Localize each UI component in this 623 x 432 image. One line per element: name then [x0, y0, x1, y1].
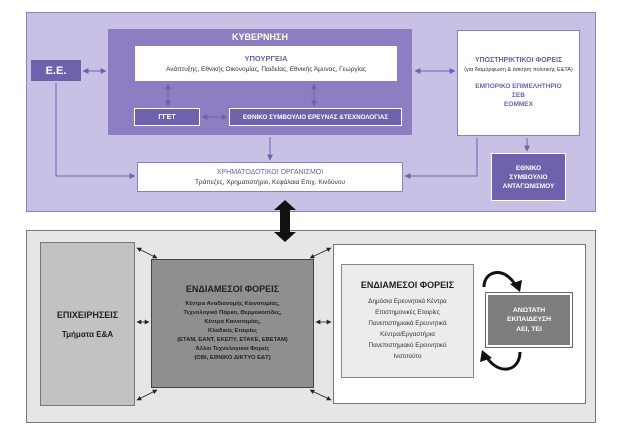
council-line-3: ΑΝΤΑΓΩΝΙΣΜΟΥ [502, 182, 555, 190]
ministries-title: ΥΠΟΥΡΓΕΙΑ [244, 54, 288, 63]
intermediaries-2-line: Κέντρα/Εργαστήρια [380, 331, 435, 338]
eu-box: Ε.Ε. [31, 60, 81, 81]
competition-council-box: ΕΘΝΙΚΟ ΣΥΜΒΟΥΛΙΟ ΑΝΤΑΓΩΝΙΣΜΟΥ [491, 153, 566, 201]
university-line-2: ΕΚΠΑΙΔΕΥΣΗ [506, 316, 552, 324]
gset-box: ΓΓΕΤ [134, 108, 200, 126]
higher-education-box: ΑΝΩΤΑΤΗ ΕΚΠΑΙΔΕΥΣΗ ΑΕΙ, ΤΕΙ [485, 292, 573, 348]
government-title: ΚΥΒΕΡΝΗΣΗ [232, 32, 288, 42]
intermediaries-2-line: Δημόσια Ερευνητικά Κέντρα [368, 298, 447, 305]
council-line-2: ΣΥΜΒΟΥΛΙΟ [509, 173, 548, 181]
intermediaries-2-line: Πανεπιστημιακά Ερευνητικά [368, 320, 447, 327]
intermediaries-box-1: ΕΝΔΙΑΜΕΣΟΙ ΦΟΡΕΙΣ Κέντρα Αναδιανομής Και… [151, 259, 314, 388]
esyet-label: ΕΘΝΙΚΟ ΣΥΜΒΟΥΛΙΟ ΕΡΕΥΝΑΣ &ΤΕΧΝΟΛΟΓΙΑΣ [242, 113, 389, 121]
intermediaries-1-line: (ΕΤΑΜ, ΕΑΝΤ, ΕΚΕΠΥ, ΕΤΑΚΕ, ΕΒΕΤΑΜ) [177, 337, 288, 343]
eu-label: Ε.Ε. [45, 64, 67, 77]
university-line-1: ΑΝΩΤΑΤΗ [512, 306, 546, 314]
support-line-3: ΕΟΜΜΕΧ [504, 101, 533, 108]
ministries-list: Ανάπτυξης, Εθνικής Οικονομίας, Παιδείας,… [165, 66, 367, 73]
intermediaries-1-line: Κέντρα Αναδιανομής Καινοτομίας, [185, 301, 280, 307]
support-line-2: ΣΕΒ [512, 92, 525, 99]
intermediaries-1-line: (ΟΒΙ, ΕΘΝΙΚΟ ΔΙΚΤΥΟ Ε&Τ) [194, 355, 271, 361]
council-line-1: ΕΘΝΙΚΟ [515, 164, 542, 172]
university-line-3: ΑΕΙ, ΤΕΙ [516, 325, 542, 333]
intermediaries-2-line: Ινστιτούτο [393, 353, 422, 360]
esyet-box: ΕΘΝΙΚΟ ΣΥΜΒΟΥΛΙΟ ΕΡΕΥΝΑΣ &ΤΕΧΝΟΛΟΓΙΑΣ [229, 108, 402, 126]
intermediaries-2-line: Πανεπιστημιακό Ερευνητικό [368, 342, 447, 349]
firms-subtitle: Τμήματα Ε&Α [61, 329, 114, 339]
intermediaries-2-line: Επιστημονικές Εταιρίες [375, 309, 440, 316]
finance-title: ΧΡΗΜΑΤΟΔΟΤΙΚΟΙ ΟΡΓΑΝΙΣΜΟΙ [216, 168, 324, 176]
intermediaries-box-2: ΕΝΔΙΑΜΕΣΟΙ ΦΟΡΕΙΣ Δημόσια Ερευνητικά Κέν… [341, 264, 474, 378]
firms-title: ΕΠΙΧΕΙΡΗΣΕΙΣ [56, 309, 119, 320]
intermediaries-1-line: Κλαδικές Εταιρίες [208, 328, 257, 334]
financial-organizations-box: ΧΡΗΜΑΤΟΔΟΤΙΚΟΙ ΟΡΓΑΝΙΣΜΟΙ Τράπεζες, Χρημ… [137, 162, 403, 192]
firms-box: ΕΠΙΧΕΙΡΗΣΕΙΣ Τμήματα Ε&Α [40, 242, 135, 406]
intermediaries-1-line: Τεχνολογικό Πάρκο, Θερμοκοιτίδες, [183, 310, 282, 316]
support-subtitle: (για διαμόρφωση & άσκηση πολιτικής Ε&ΤΑ) [464, 67, 573, 73]
ministries-box: ΥΠΟΥΡΓΕΙΑ Ανάπτυξης, Εθνικής Οικονομίας,… [134, 45, 398, 82]
intermediaries-1-title: ΕΝΔΙΑΜΕΣΟΙ ΦΟΡΕΙΣ [185, 284, 280, 294]
support-bodies-box: ΥΠΟΣΤΗΡΙΚΤΙΚΟΙ ΦΟΡΕΙΣ (για διαμόρφωση & … [457, 30, 580, 136]
intermediaries-1-line: Κέντρα Καινοτομίας, [204, 319, 261, 325]
support-line-1: ΕΜΠΟΡΙΚΟ ΕΠΙΜΕΛΗΤΗΡΙΟ [475, 83, 562, 90]
gset-label: ΓΓΕΤ [158, 113, 176, 121]
support-title: ΥΠΟΣΤΗΡΙΚΤΙΚΟΙ ΦΟΡΕΙΣ [474, 57, 563, 64]
intermediaries-1-line: Άλλοι Τεχνολογικοί Φορείς [195, 346, 270, 352]
finance-list: Τράπεζες, Χρηματιστήριο, Κεφάλαια Επιχ. … [194, 178, 346, 186]
intermediaries-2-title: ΕΝΔΙΑΜΕΣΟΙ ΦΟΡΕΙΣ [360, 280, 455, 290]
